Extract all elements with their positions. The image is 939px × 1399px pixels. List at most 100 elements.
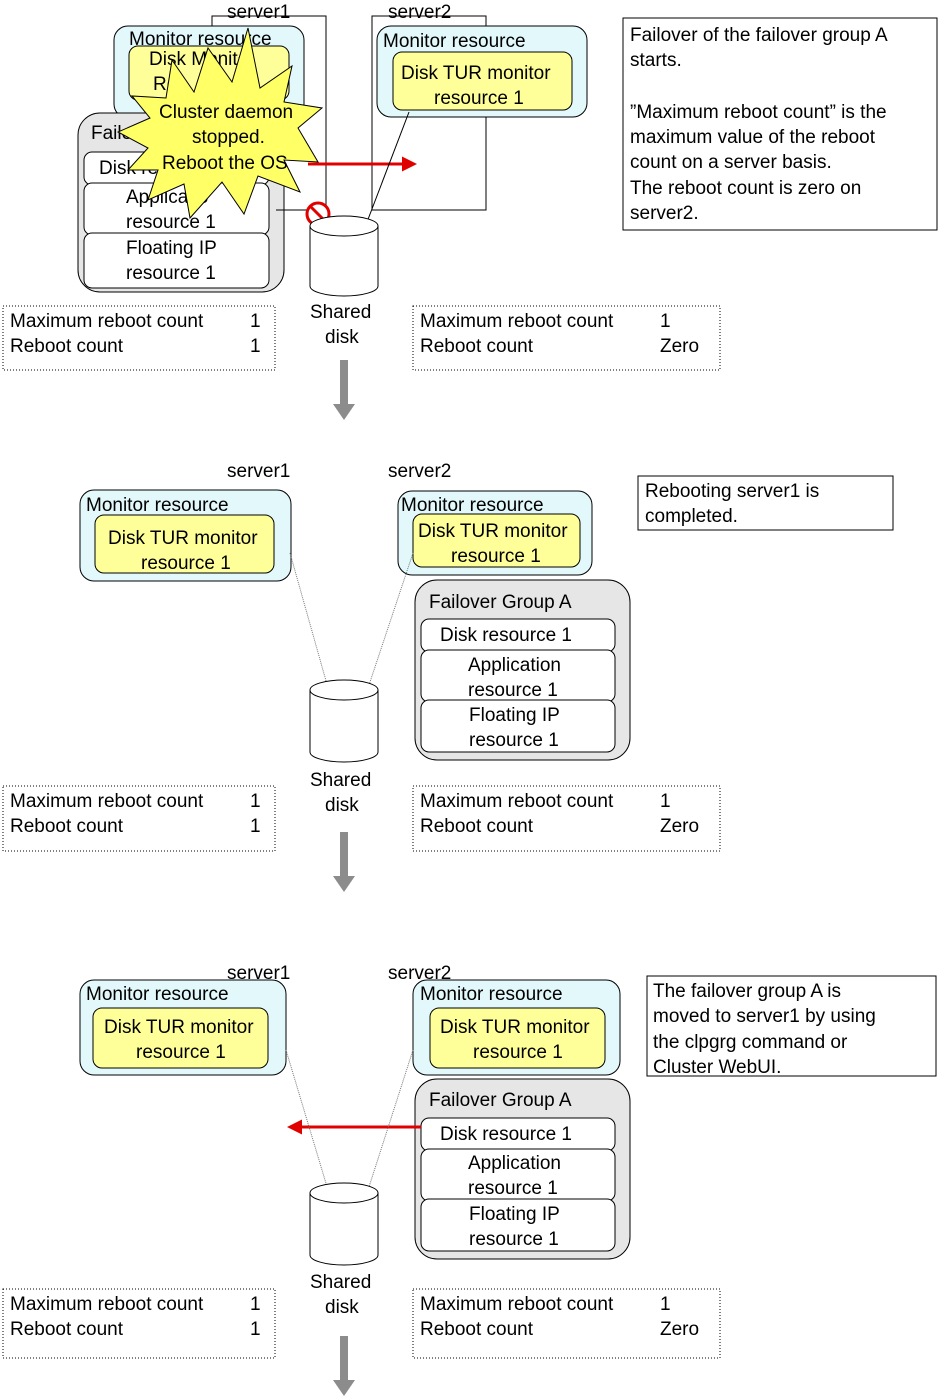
stage3-shared-disk-icon (309, 1182, 379, 1266)
stage2-server1-tur-item (94, 514, 275, 574)
stage3-s1-reboot-value: 1 (250, 1319, 261, 1340)
stage3-server1-monitor-label: Monitor resource (86, 984, 229, 1005)
stage1-s1-reboot-label: Reboot count (10, 336, 124, 357)
stage2-s2-max-label: Maximum reboot count (420, 791, 614, 812)
stage3-app-line2: resource 1 (468, 1178, 558, 1199)
stage3-server2-monitor-label: Monitor resource (420, 984, 563, 1005)
stage-3: server1 server2 Monitor resource Disk TU… (2, 963, 937, 1396)
stage2-note (637, 475, 894, 531)
stage2-fip-line1: Floating IP (469, 705, 560, 726)
server1-label: server1 (227, 2, 290, 23)
server1-fip-line1: Floating IP (126, 238, 217, 259)
stage3-s2-tur-line1: Disk TUR monitor (440, 1017, 590, 1038)
server2-disk-tur-item (392, 51, 573, 111)
stage1-note-line1: Failover of the failover group A (630, 25, 888, 46)
stage2-s2-tur-line2: resource 1 (451, 546, 541, 567)
stage3-fip-line1: Floating IP (469, 1204, 560, 1225)
stage3-shared-disk-label-1: Shared (310, 1272, 371, 1293)
stage3-fip-line2: resource 1 (469, 1229, 559, 1250)
stage1-s1-reboot-value: 1 (250, 336, 261, 357)
stage2-s1-tur-line2: resource 1 (141, 553, 231, 574)
stage3-s2-reboot-label: Reboot count (420, 1319, 534, 1340)
explosion-line1: Cluster daemon (159, 102, 293, 123)
stage1-note-line7: The reboot count is zero on (630, 178, 861, 199)
shared-disk-label-1: Shared (310, 302, 371, 323)
stage2-disk-resource-label: Disk resource 1 (440, 625, 572, 646)
stage2-app-line2: resource 1 (468, 680, 558, 701)
stage2-shared-disk-label-2: disk (325, 795, 359, 816)
stage3-s1-tur-line2: resource 1 (136, 1042, 226, 1063)
stage2-server2-monitor-label: Monitor resource (401, 495, 544, 516)
shared-disk-icon (309, 215, 379, 297)
stage2-s1-tur-line1: Disk TUR monitor (108, 528, 258, 549)
stage2-s2-monitor-line (367, 552, 414, 689)
server2-monitor-line (366, 111, 410, 223)
stage1-note-line2: starts. (630, 50, 682, 71)
server2-label: server2 (388, 2, 451, 23)
stage3-note-line4: Cluster WebUI. (653, 1057, 781, 1078)
stage2-fip-line2: resource 1 (469, 730, 559, 751)
stage3-s2-tur-line2: resource 1 (473, 1042, 563, 1063)
stage2-server1-counts (2, 785, 276, 852)
stage1-note (622, 17, 938, 231)
stage3-s1-max-label: Maximum reboot count (10, 1294, 204, 1315)
stage1-server1-counts (2, 305, 276, 371)
server1-floating-ip-resource (83, 232, 270, 289)
stage3-note-line3: the clpgrg command or (653, 1032, 848, 1053)
stage3-s1-max-value: 1 (250, 1294, 261, 1315)
stage2-server1-monitor-label: Monitor resource (86, 495, 229, 516)
stage1-s1-max-value: 1 (250, 311, 261, 332)
stage2-server2-label: server2 (388, 461, 451, 482)
stage2-s2-tur-line1: Disk TUR monitor (418, 521, 568, 542)
stage1-note-line4: ”Maximum reboot count” is the (630, 102, 887, 123)
stage3-floating-ip-resource (420, 1198, 616, 1252)
explosion-line3: Reboot the OS (162, 153, 288, 174)
stage2-shared-disk-icon (309, 679, 379, 763)
stage2-floating-ip-resource (420, 699, 616, 753)
stage2-failover-label: Failover Group A (429, 592, 572, 613)
stage2-s2-max-value: 1 (660, 791, 671, 812)
stage1-server2-counts (412, 305, 721, 371)
stage2-server2-counts (412, 785, 721, 852)
stage1-s2-reboot-label: Reboot count (420, 336, 534, 357)
stage2-app-line1: Application (468, 655, 561, 676)
stage1-down-arrow (333, 360, 355, 420)
stage1-s2-max-value: 1 (660, 311, 671, 332)
stage3-s2-reboot-value: Zero (660, 1319, 699, 1340)
stage2-shared-disk-label-1: Shared (310, 770, 371, 791)
stage2-server1-label: server1 (227, 461, 290, 482)
stage2-s1-max-label: Maximum reboot count (10, 791, 204, 812)
stage3-app-line1: Application (468, 1153, 561, 1174)
stage2-s1-max-value: 1 (250, 791, 261, 812)
stage3-server1-tur-item (92, 1007, 269, 1069)
server1-disk-monitor-line1: Disk Monito (149, 49, 248, 70)
server1-monitor-label: Monitor resource (129, 29, 272, 50)
stage1-note-line6: count on a server basis. (630, 152, 832, 173)
stage2-note-line1: Rebooting server1 is (645, 481, 819, 502)
stage3-server2-label: server2 (388, 963, 451, 984)
stage3-failover-label: Failover Group A (429, 1090, 572, 1111)
stage2-down-arrow (333, 832, 355, 892)
server2-monitor-label: Monitor resource (383, 31, 526, 52)
stage3-server1-label: server1 (227, 963, 290, 984)
stage2-s2-reboot-label: Reboot count (420, 816, 534, 837)
stage3-shared-disk-label-2: disk (325, 1297, 359, 1318)
stage3-s2-max-value: 1 (660, 1294, 671, 1315)
server2-disk-tur-line2: resource 1 (434, 88, 524, 109)
stage3-s2-monitor-line (367, 1049, 414, 1191)
stage3-server1-counts (2, 1288, 276, 1359)
server2-disk-tur-line1: Disk TUR monitor (401, 63, 551, 84)
stage2-s1-reboot-label: Reboot count (10, 816, 124, 837)
stage3-note-line1: The failover group A is (653, 981, 841, 1002)
stage2-s2-reboot-value: Zero (660, 816, 699, 837)
stage1-s2-reboot-value: Zero (660, 336, 699, 357)
server1-app-line2: resource 1 (126, 212, 216, 233)
stage3-note (646, 975, 937, 1077)
stage1-note-line8: server2. (630, 203, 699, 224)
shared-disk-label-2: disk (325, 327, 359, 348)
stage3-note-line2: moved to server1 by using (653, 1006, 876, 1027)
stage2-server2-tur-item (412, 513, 581, 568)
stage3-server2-counts (412, 1288, 721, 1359)
stage-1: server1 server2 Monitor resource Disk Mo… (2, 2, 938, 420)
